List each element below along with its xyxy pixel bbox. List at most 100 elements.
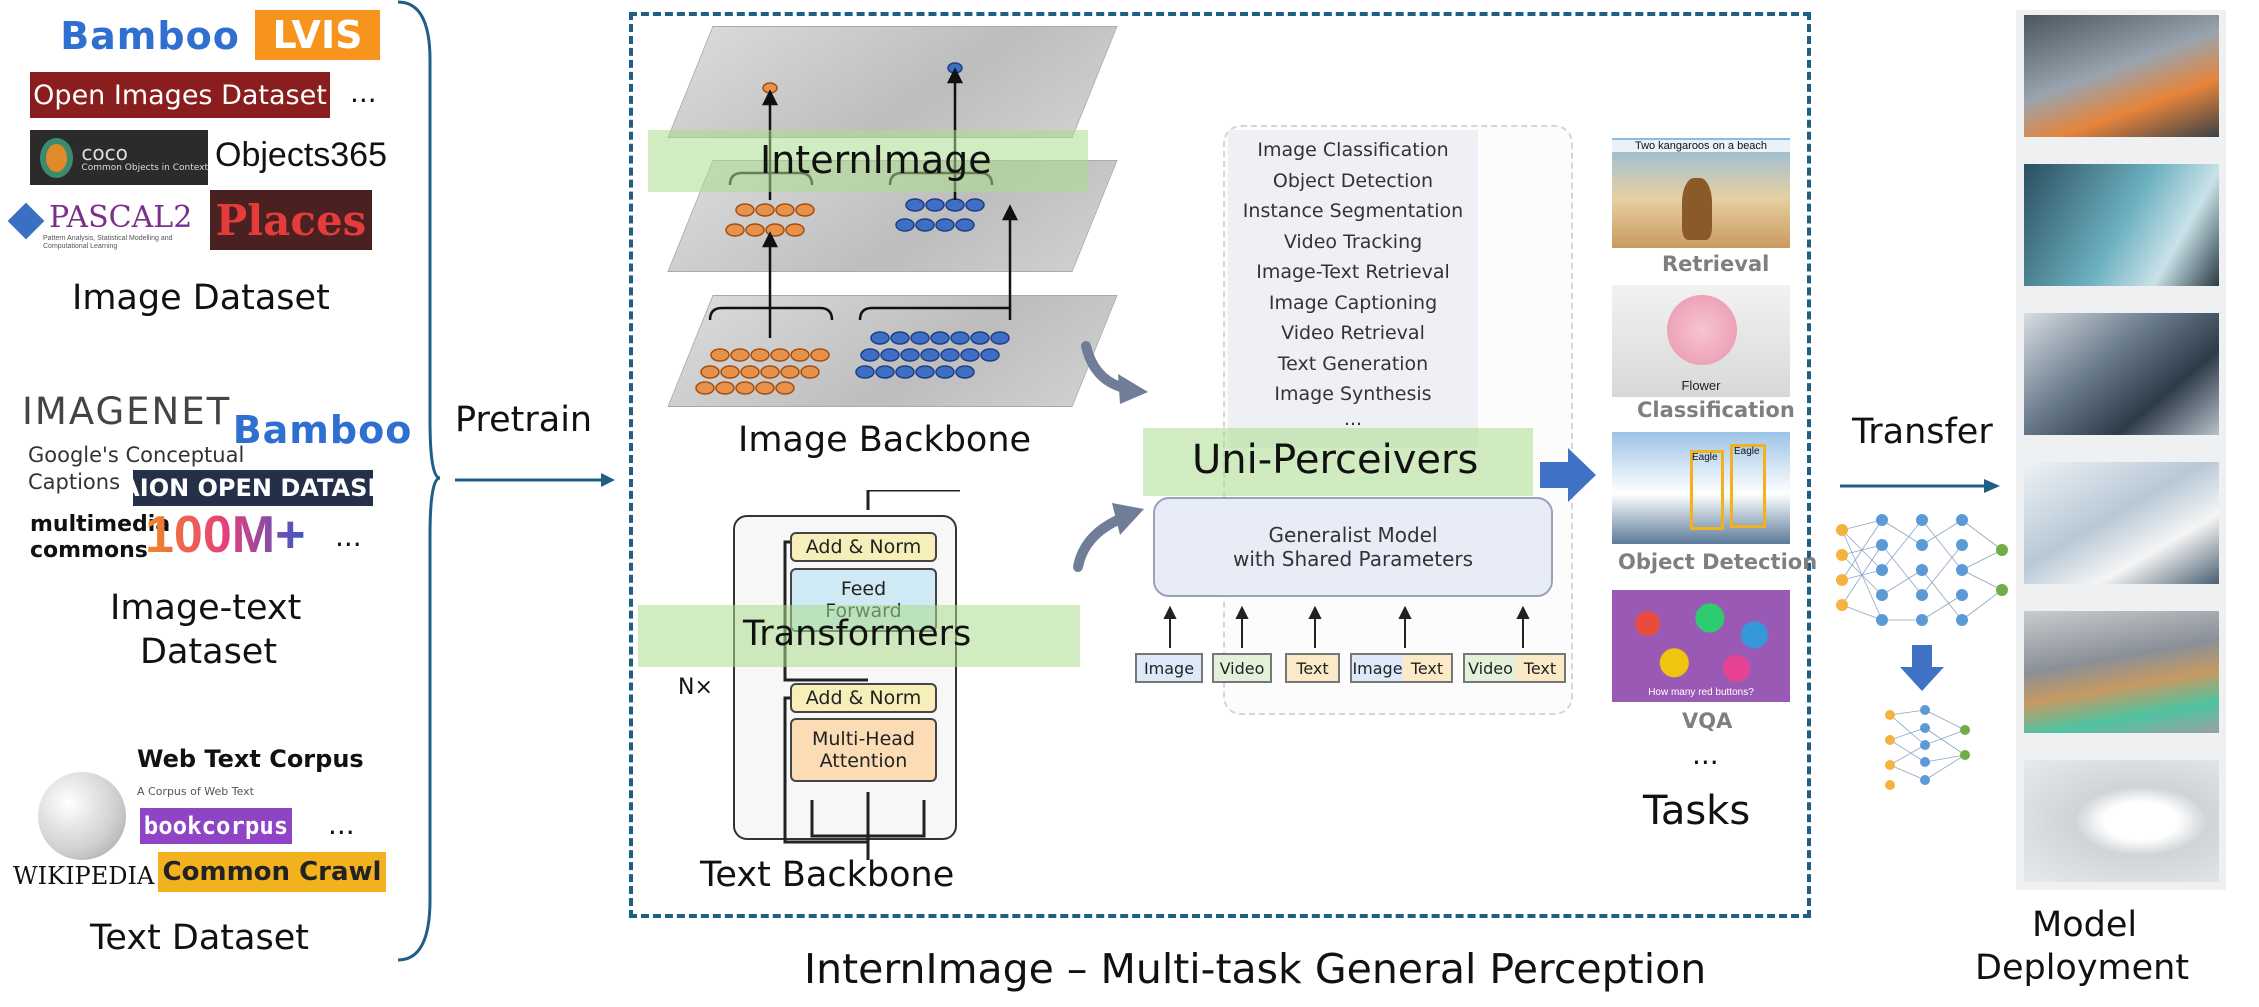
- lvis-logo: LVIS: [255, 10, 380, 60]
- image-to-uniperceiver-arrow: [1081, 341, 1148, 404]
- task-video-tracking: Video Tracking: [1283, 230, 1423, 253]
- mha-line2: Attention: [819, 750, 908, 772]
- multimedia-commons-line2: commons: [30, 538, 148, 563]
- image-dataset-ellipsis: ...: [350, 76, 377, 109]
- image-dataset-label: Image Dataset: [72, 278, 330, 318]
- pascal-logo: PASCAL2 Pattern Analysis, Statistical Mo…: [5, 200, 205, 262]
- retrieval-thumbnail: Two kangaroos on a beach: [1612, 138, 1790, 248]
- text-backbone-caption: Text Backbone: [700, 855, 955, 895]
- main-caption: InternImage – Multi-task General Percept…: [804, 945, 1707, 993]
- image-text-dataset-label-line1: Image-text: [110, 588, 302, 628]
- task-object-detection: Object Detection: [1272, 169, 1434, 192]
- classification-thumbnail: Flower: [1612, 285, 1790, 397]
- image-text-dataset-label-line2: Dataset: [140, 632, 278, 672]
- task-image-captioning: Image Captioning: [1268, 291, 1438, 314]
- input-video-text-text: Text: [1516, 653, 1566, 683]
- transfer-label: Transfer: [1852, 412, 1993, 452]
- objects365-logo: Objects365: [215, 136, 387, 174]
- mha-line1: Multi-Head: [812, 728, 915, 750]
- small-network-icon: [1885, 705, 1970, 790]
- add-norm-top: Add & Norm: [790, 532, 937, 562]
- deformable-sampling-points: [695, 62, 1019, 395]
- bookcorpus-logo: bookcorpus: [140, 808, 292, 844]
- input-arrows: [1163, 606, 1530, 648]
- text-to-uniperceiver-arrow: [1073, 503, 1144, 572]
- transformers-band: [638, 605, 1080, 667]
- task-list-background: [1228, 130, 1478, 448]
- object-detection-thumbnail: Eagle Eagle: [1612, 432, 1790, 544]
- input-image-text-image: Image: [1350, 653, 1405, 683]
- task-list-ellipsis: ...: [1343, 407, 1363, 430]
- coco-title: coco: [81, 140, 128, 165]
- task-list: Image Classification Object Detection In…: [1223, 135, 1483, 428]
- deployment-photo-medical-lab: [2024, 462, 2219, 584]
- task-image-classification: Image Classification: [1257, 139, 1449, 161]
- wikipedia-globe-icon: [38, 772, 126, 860]
- input-video-text-video: Video: [1463, 653, 1518, 683]
- flower-text: Flower: [1681, 378, 1721, 393]
- uniperceivers-band: [1143, 428, 1533, 496]
- task-video-retrieval: Video Retrieval: [1281, 322, 1425, 344]
- generalist-line2: with Shared Parameters: [1232, 547, 1474, 571]
- laion-logo: LAION OPEN DATASET: [133, 470, 373, 506]
- image-backbone-caption: Image Backbone: [738, 420, 1032, 460]
- deployment-column: [2016, 10, 2226, 890]
- dataset-brace: [397, 0, 441, 962]
- retrieval-caption-text: Two kangaroos on a beach: [1612, 140, 1790, 152]
- imagenet-logo: IMAGENET: [22, 390, 232, 433]
- bamboo-logo: Bamboo: [60, 14, 240, 58]
- generalist-model-box: Generalist Model with Shared Parameters: [1153, 497, 1553, 597]
- n-times-label: N×: [678, 675, 713, 700]
- transfer-arrow: [1840, 479, 2000, 493]
- uniperceiver-to-tasks-arrow: [1540, 448, 1596, 502]
- wikipedia-logo: WIKIPEDIA: [13, 862, 155, 890]
- uniperceivers-label: Uni-Perceivers: [1192, 437, 1479, 483]
- input-image: Image: [1135, 653, 1203, 683]
- transformers-label: Transformers: [743, 614, 972, 654]
- text-dataset-ellipsis: ...: [328, 808, 355, 841]
- generalist-line1: Generalist Model: [1268, 523, 1438, 547]
- lvis-text: LVIS: [272, 13, 363, 57]
- tasks-label: Tasks: [1643, 788, 1751, 834]
- pascal-title: PASCAL2: [49, 200, 193, 235]
- deployment-photo-video-call: [2024, 313, 2219, 435]
- multi-head-attention-block: Multi-Head Attention: [790, 718, 937, 782]
- task-image-text-retrieval: Image-Text Retrieval: [1256, 261, 1450, 283]
- vqa-label: VQA: [1682, 709, 1733, 733]
- eagle-text-1: Eagle: [1692, 452, 1718, 463]
- pretrain-arrow: [455, 473, 615, 487]
- object-detection-label: Object Detection: [1618, 550, 1818, 574]
- image-text-ellipsis: ...: [335, 520, 362, 553]
- compress-down-arrow: [1900, 645, 1944, 691]
- input-text: Text: [1285, 653, 1340, 683]
- web-text-corpus-subtitle: A Corpus of Web Text: [137, 785, 254, 798]
- transformer-connections: [783, 490, 960, 860]
- deployment-photo-industrial: [2024, 15, 2219, 137]
- eagle-box-1: [1690, 450, 1724, 530]
- vqa-question-text: How many red buttons?: [1648, 687, 1754, 698]
- large-network-icon: [1836, 514, 2008, 626]
- vqa-thumbnail: How many red buttons?: [1612, 590, 1790, 702]
- deployment-photo-robot: [2024, 760, 2219, 882]
- internimage-label: InternImage: [760, 138, 992, 182]
- conceptual-captions-line2: Captions: [28, 470, 121, 494]
- deployment-photo-vr-headset: [2024, 164, 2219, 286]
- task-instance-segmentation: Instance Segmentation: [1242, 200, 1464, 222]
- web-text-corpus-logo: Web Text Corpus: [137, 745, 364, 773]
- coco-icon: [40, 137, 74, 178]
- task-text-generation: Text Generation: [1277, 352, 1429, 375]
- eagle-box-2: [1730, 444, 1766, 528]
- add-norm-bottom: Add & Norm: [790, 683, 937, 713]
- conceptual-captions-line1: Google's Conceptual: [28, 443, 245, 467]
- retrieval-label: Retrieval: [1662, 252, 1770, 276]
- model-deployment-label-line2: Deployment: [1975, 948, 2190, 988]
- classification-label: Classification: [1637, 398, 1795, 422]
- input-image-text-text: Text: [1403, 653, 1453, 683]
- bamboo-logo-2: Bamboo: [235, 407, 410, 452]
- tasks-ellipsis: ...: [1692, 738, 1719, 771]
- input-video: Video: [1212, 653, 1272, 683]
- common-crawl-logo: Common Crawl: [158, 852, 386, 892]
- internimage-frame: [629, 12, 1811, 918]
- open-images-logo: Open Images Dataset: [30, 72, 330, 118]
- pascal-subtitle: Pattern Analysis, Statistical Modelling …: [43, 235, 173, 250]
